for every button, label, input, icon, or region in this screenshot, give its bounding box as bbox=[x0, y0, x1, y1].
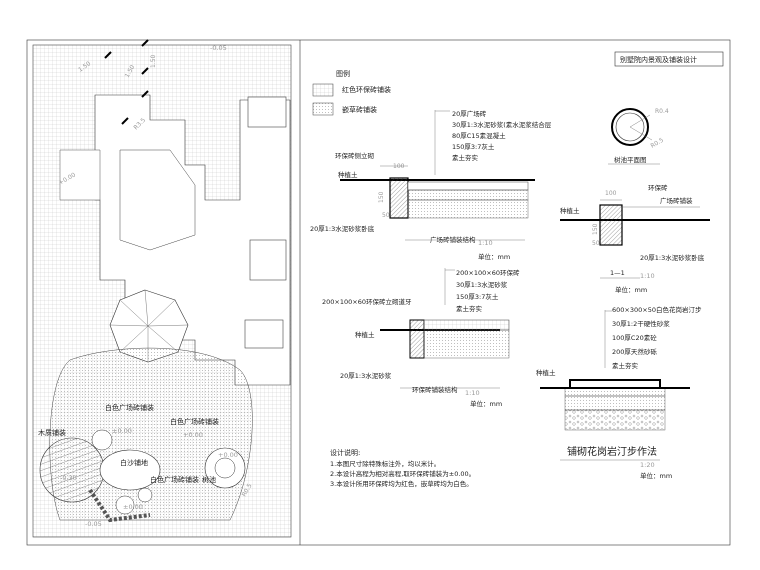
layer-label: 600×300×50白色花岗岩汀步 bbox=[612, 305, 702, 314]
edge-label: 环保砖侧立砌 bbox=[335, 151, 375, 160]
layer-label: 200×100×60环保砖 bbox=[456, 268, 520, 277]
sheet-border bbox=[26, 39, 731, 546]
plan-label: 白色广场砖铺装 bbox=[150, 475, 199, 484]
level-mark: -0.05 bbox=[85, 520, 102, 528]
detail-unit: 单位：mm bbox=[470, 399, 502, 408]
plan-label: 树池 bbox=[202, 475, 216, 484]
paving-label: 广场砖铺装 bbox=[660, 196, 693, 205]
level-mark: ±0.00 bbox=[112, 427, 132, 435]
title-block bbox=[614, 51, 724, 67]
legend-label: 红色环保砖铺装 bbox=[342, 85, 391, 94]
layer-label: 素土夯实 bbox=[456, 304, 483, 313]
plan-label: 白色广场砖铺装 bbox=[170, 417, 219, 426]
mortar-label: 20厚1:3水泥砂浆卧底 bbox=[310, 224, 375, 233]
layer-label: 100厚C20素砼 bbox=[612, 333, 657, 342]
drawing-title: 别墅院内景观及铺装设计 bbox=[620, 55, 697, 64]
dim-label: 100 bbox=[605, 190, 617, 197]
note-line: 1.本图尺寸除特殊标注外，均以米计。 bbox=[330, 459, 440, 468]
layer-label: 150厚3:7灰土 bbox=[452, 142, 495, 151]
detail-scale: 1:10 bbox=[478, 239, 493, 247]
detail-title: 铺砌花岗岩汀步作法 bbox=[567, 445, 657, 458]
radius-label: R0.4 bbox=[655, 108, 669, 115]
soil-label: 种植土 bbox=[338, 170, 358, 179]
legend: 图例 红色环保砖铺装 嵌草砖铺装 bbox=[312, 69, 391, 116]
svg-text:1.50: 1.50 bbox=[150, 54, 157, 68]
mortar-label: 20厚1:3水泥砂浆 bbox=[340, 371, 392, 380]
design-notes: 设计说明: 1.本图尺寸除特殊标注外，均以米计。 2.本设计高程为相对高程,取环… bbox=[330, 448, 475, 488]
dim-label: 50 bbox=[382, 212, 390, 219]
detail-title: 树池平面图 bbox=[614, 155, 647, 164]
layer-label: 30厚1:2干硬性砂浆 bbox=[612, 319, 670, 328]
detail-title: 广场砖铺装结构 bbox=[430, 235, 476, 244]
layer-label: 200厚天然砂砾 bbox=[612, 347, 657, 356]
tree-pool-section: 环保砖 广场砖铺装 种植土 20厚1:3水泥砂浆卧底 1—1 1:10 单位：m… bbox=[560, 183, 710, 294]
detail-unit: 单位：mm bbox=[478, 252, 510, 261]
layer-label: 素土夯实 bbox=[612, 361, 639, 370]
layer-label: 80厚C15素混凝土 bbox=[452, 131, 506, 140]
note-line: 3.本设计所用环保砖均为红色，嵌草砖均为白色。 bbox=[330, 479, 473, 488]
radius-label: R0.5 bbox=[650, 137, 666, 150]
plan-label: 木质铺装 bbox=[38, 428, 66, 437]
plan-label: 白色广场砖铺装 bbox=[105, 403, 154, 412]
soil-label: 种植土 bbox=[355, 330, 375, 339]
layer-label: 150厚3:7灰土 bbox=[456, 292, 499, 301]
level-mark: +0.00 bbox=[183, 431, 203, 439]
detail-unit: 单位：mm bbox=[640, 471, 672, 480]
notes-heading: 设计说明: bbox=[330, 448, 360, 457]
legend-swatch-red-brick bbox=[312, 83, 334, 97]
level-mark: +0.00 bbox=[218, 451, 238, 459]
legend-swatch-grass-brick bbox=[312, 102, 334, 116]
layer-label: 30厚1:3水泥砂浆(素水泥浆结合层 bbox=[452, 120, 552, 129]
detail-scale: 1:10 bbox=[465, 389, 480, 397]
legend-label: 嵌草砖铺装 bbox=[342, 105, 377, 114]
detail-scale: 1:10 bbox=[640, 272, 655, 280]
dim-label: 150 bbox=[378, 191, 385, 203]
legend-heading: 图例 bbox=[336, 69, 350, 78]
edge-label: 200×100×60环保砖立砌道牙 bbox=[322, 297, 412, 306]
plan-label: 白沙铺地 bbox=[120, 458, 148, 467]
layer-label: 素土夯实 bbox=[452, 153, 479, 162]
level-mark: -0.05 bbox=[210, 44, 227, 52]
level-mark: -0.30 bbox=[60, 474, 77, 482]
dim-label: 100 bbox=[393, 163, 405, 170]
stepstone-detail: 600×300×50白色花岗岩汀步 30厚1:2干硬性砂浆 100厚C20素砼 … bbox=[536, 305, 702, 480]
note-line: 2.本设计高程为相对高程,取环保砖铺装为±0.00。 bbox=[330, 469, 475, 478]
section-title: 1—1 bbox=[610, 269, 625, 277]
detail-scale: 1:20 bbox=[640, 461, 655, 469]
level-mark: ±0.00 bbox=[123, 503, 143, 511]
detail-unit: 单位：mm bbox=[615, 285, 647, 294]
brick-paving-detail: 200×100×60环保砖 30厚1:3水泥砂浆 150厚3:7灰土 素土夯实 … bbox=[322, 268, 520, 408]
soil-label: 种植土 bbox=[536, 368, 556, 377]
dim-label: 150 bbox=[592, 223, 599, 235]
brick-label: 环保砖 bbox=[648, 183, 668, 192]
layer-label: 30厚1:3水泥砂浆 bbox=[456, 280, 508, 289]
square-tile-detail: 20厚广场砖 30厚1:3水泥砂浆(素水泥浆结合层 80厚C15素混凝土 150… bbox=[310, 109, 552, 261]
site-plan: 1.50 1.50 1.50 R3.5 +0.00 R0.5 -0.05 +0.… bbox=[32, 39, 292, 538]
dim-label: 50 bbox=[592, 240, 600, 247]
layer-label: 20厚广场砖 bbox=[452, 109, 487, 118]
detail-title: 环保砖铺装结构 bbox=[412, 385, 458, 394]
tree-pool-plan: R0.4 R0.5 树池平面图 bbox=[608, 108, 669, 165]
mortar-label: 20厚1:3水泥砂浆卧底 bbox=[640, 253, 705, 262]
soil-label: 种植土 bbox=[560, 206, 580, 215]
